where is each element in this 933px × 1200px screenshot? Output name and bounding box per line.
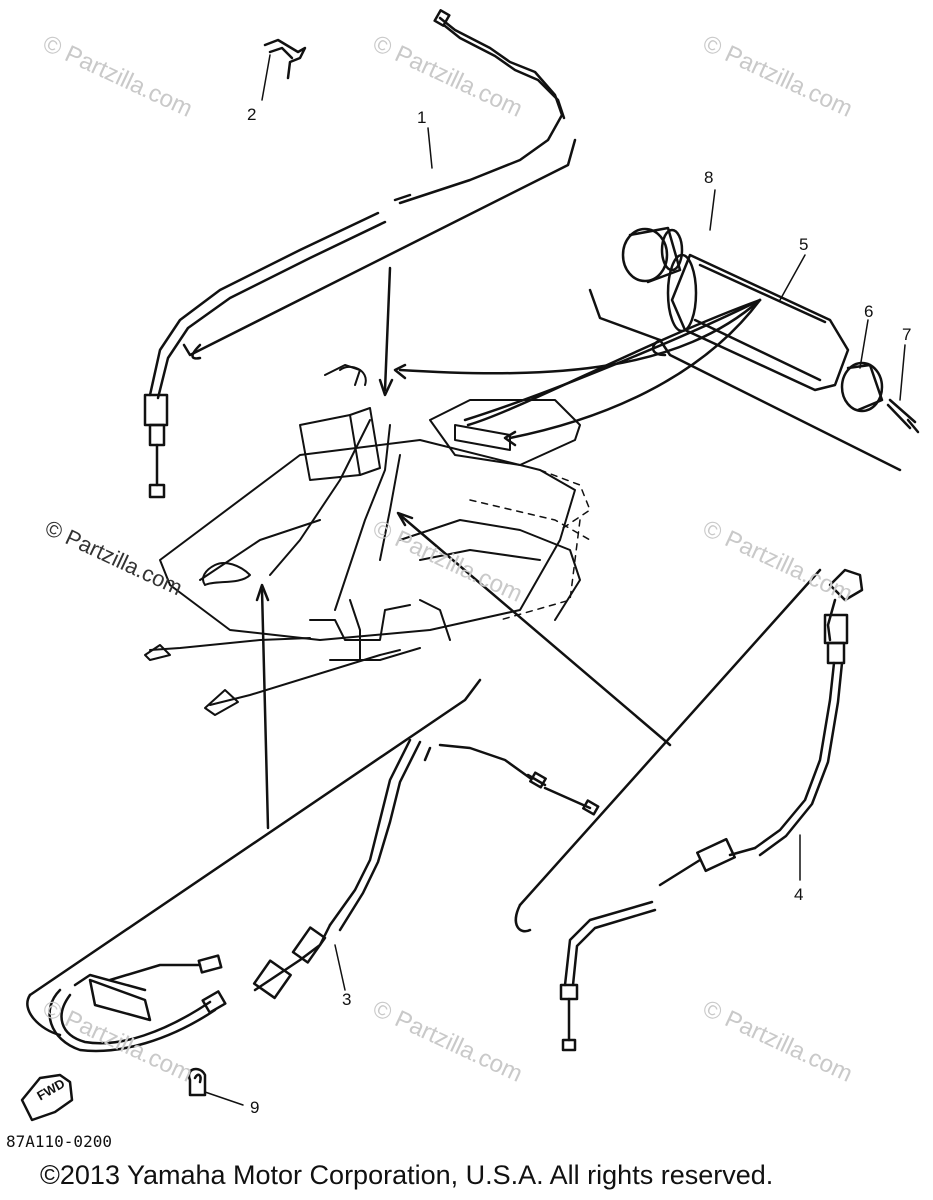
- grip-part-5: [666, 253, 850, 392]
- fwd-arrow-shape: [20, 1073, 74, 1122]
- callout-1: 1: [417, 108, 427, 127]
- callout-2: 2: [247, 105, 257, 124]
- cable-part-3: [26, 678, 600, 1053]
- snowmobile-body: [144, 364, 581, 716]
- callout-4: 4: [794, 885, 804, 904]
- diagram-code: 87A110-0200: [6, 1132, 112, 1151]
- callout-9: 9: [250, 1098, 260, 1117]
- copyright-notice: ©2013 Yamaha Motor Corporation, U.S.A. A…: [40, 1160, 774, 1190]
- callout-8: 8: [704, 168, 714, 187]
- callout-6: 6: [864, 302, 874, 321]
- bracket-part-1: [182, 138, 577, 357]
- end-cap-part-6: [840, 361, 884, 413]
- callout-3: 3: [342, 990, 352, 1009]
- collar-part-8: [621, 226, 684, 284]
- callout-7: 7: [902, 325, 912, 344]
- leader-lines: [255, 266, 762, 830]
- cable-part-4: [514, 568, 864, 1052]
- clip-part-2: [263, 38, 307, 80]
- screw-part-7: [886, 398, 920, 434]
- callout-5: 5: [799, 235, 809, 254]
- throttle-cable-part-1: [143, 9, 566, 499]
